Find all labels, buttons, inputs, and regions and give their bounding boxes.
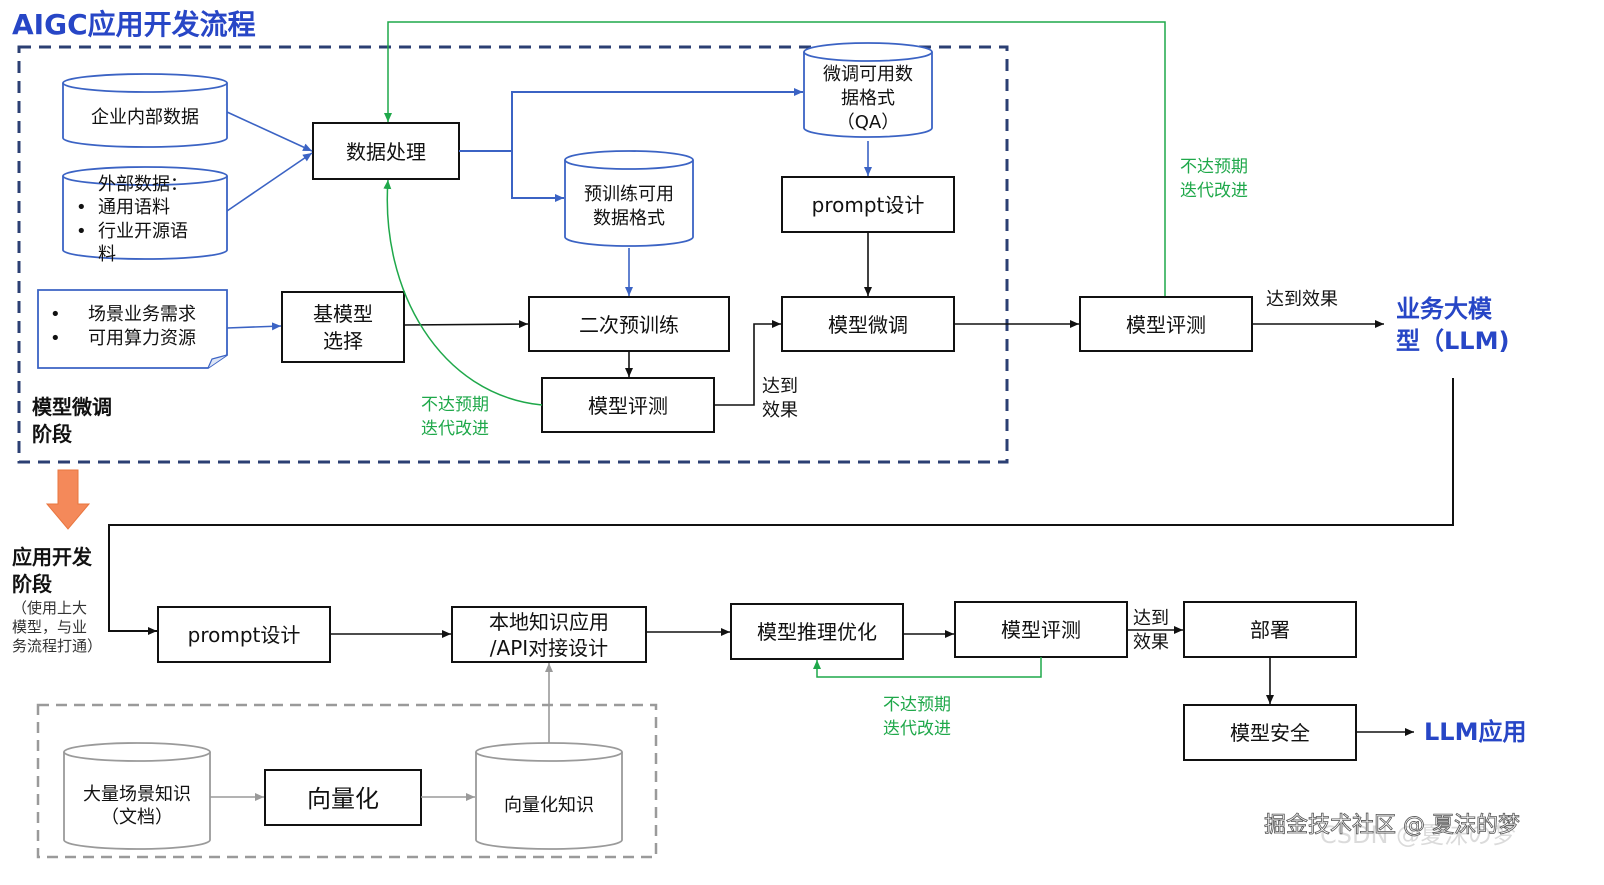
page-title: AIGC应用开发流程 [12,8,256,41]
arrow-processing-to-finetune-format [459,88,803,152]
finetune-format-cylinder: 微调可用数 据格式 （QA） [803,42,933,138]
arrow-processing-to-pretrain-format [511,151,564,202]
scene-needs-note: • 场景业务需求 • 可用算力资源 [37,289,228,369]
loop-green-top [384,21,1166,296]
svg-text:二次预训练: 二次预训练 [579,313,679,337]
inference-opt-box: 模型推理优化 [730,603,904,660]
svg-text:本地知识应用: 本地知识应用 [489,610,609,634]
svg-text:模型微调: 模型微调 [828,313,908,337]
svg-text:模型评测: 模型评测 [1126,313,1206,337]
svg-text:外部数据：: 外部数据： [98,174,188,195]
svg-text:数据处理: 数据处理 [346,140,426,164]
arrow-external-to-processing [226,152,313,212]
svg-text:企业内部数据: 企业内部数据 [91,107,199,128]
svg-text:•: • [50,328,61,349]
data-processing-box: 数据处理 [312,122,460,180]
appdev-stage-note: （使用上大 模型，与业 务流程打通） [12,599,102,655]
svg-text:基模型: 基模型 [313,302,373,326]
watermark: 掘金技术社区 @ 夏沫的梦 [1264,813,1520,838]
llm-app-label: LLM应用 [1424,718,1526,746]
svg-text:prompt设计: prompt设计 [812,193,925,217]
svg-text:•: • [76,197,87,218]
stage-down-arrow [45,469,91,530]
svg-text:向量化: 向量化 [307,785,379,813]
svg-text:模型评测: 模型评测 [588,394,668,418]
arrow-llm-to-prompt-design-2 [108,378,1454,635]
svg-text:预训练可用: 预训练可用 [584,184,674,205]
svg-text:通用语料: 通用语料 [98,197,170,218]
svg-text:微调可用数: 微调可用数 [823,64,913,85]
svg-text:（QA）: （QA） [837,112,899,133]
loop-green-bottom [813,657,1042,678]
reach-effect-label-right: 达到效果 [1266,289,1338,310]
not-expected-label-top: 不达预期 迭代改进 [1180,157,1253,201]
svg-text:（文档）: （文档） [101,807,173,828]
arrow-enterprise-to-processing [226,111,313,152]
svg-text:料: 料 [98,244,116,265]
second-pretrain-box: 二次预训练 [528,296,730,352]
arrow-base-to-second-pretrain [403,320,529,329]
svg-text:场景业务需求: 场景业务需求 [88,304,196,325]
svg-text:选择: 选择 [323,329,363,353]
svg-text:模型安全: 模型安全 [1230,721,1310,745]
svg-text:可用算力资源: 可用算力资源 [88,328,196,349]
model-eval-box-2: 模型评测 [1079,296,1253,352]
not-expected-label-inner: 不达预期 迭代改进 [421,395,494,439]
pretrain-format-cylinder: 预训练可用 数据格式 [564,150,694,247]
base-model-box: 基模型 选择 [281,291,405,363]
model-eval-box-3: 模型评测 [954,601,1128,658]
svg-text:模型推理优化: 模型推理优化 [757,620,877,644]
svg-text:数据格式: 数据格式 [593,208,665,229]
svg-text:模型评测: 模型评测 [1001,618,1081,642]
scene-knowledge-cylinder: 大量场景知识 （文档） [63,742,211,850]
vectorize-box: 向量化 [264,769,422,826]
appdev-stage-label: 应用开发 阶段 [12,545,99,596]
svg-text:•: • [50,304,61,325]
local-knowledge-box: 本地知识应用 /API对接设计 [451,606,647,663]
svg-text:向量化知识: 向量化知识 [504,795,594,816]
reach-effect-label-inner: 达到 效果 [762,376,804,421]
svg-text:部署: 部署 [1250,618,1290,642]
prompt-design-box-2: prompt设计 [157,606,331,663]
not-expected-label-bottom: 不达预期 迭代改进 [883,695,956,739]
enterprise-data-cylinder: 企业内部数据 [62,73,228,148]
svg-text:prompt设计: prompt设计 [188,623,301,647]
svg-text:据格式: 据格式 [841,88,895,109]
external-data-cylinder: 外部数据： • 通用语料 • 行业开源语 料 [62,166,228,265]
finetune-stage-label: 模型微调 阶段 [32,395,119,446]
arrow-scene-to-base-model [226,322,282,331]
svg-text:行业开源语: 行业开源语 [98,221,188,242]
knowledge-frame [36,703,658,859]
model-finetune-box: 模型微调 [781,296,955,352]
arrow-eval-to-finetune [714,320,781,406]
svg-text:•: • [76,221,87,242]
business-llm-label: 业务大模 型（LLM) [1396,295,1509,355]
model-eval-box-1: 模型评测 [541,377,715,433]
deploy-box: 部署 [1183,601,1357,658]
loop-green-inner [383,179,543,406]
prompt-design-box-1: prompt设计 [781,176,955,233]
reach-effect-label-bottom: 达到 效果 [1133,608,1175,653]
vector-knowledge-cylinder: 向量化知识 [475,742,623,850]
svg-text:大量场景知识: 大量场景知识 [83,784,191,805]
svg-text:/API对接设计: /API对接设计 [490,636,608,660]
model-security-box: 模型安全 [1183,704,1357,761]
watermark-back: CSDN @夏沫の梦 [1320,821,1516,849]
